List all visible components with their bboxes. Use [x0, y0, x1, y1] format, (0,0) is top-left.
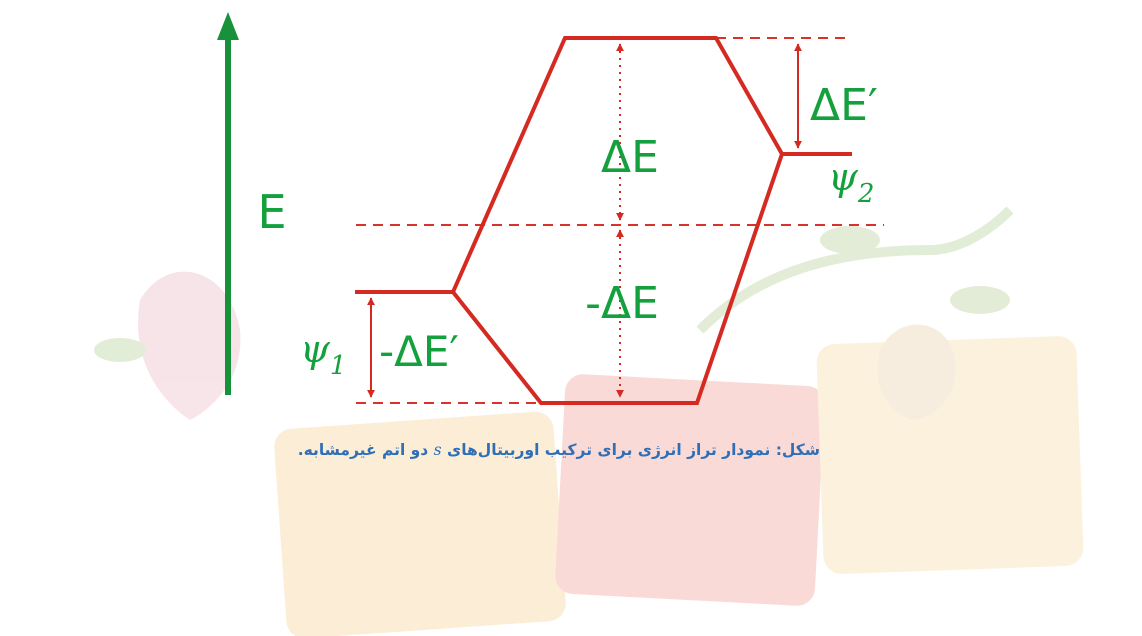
gap-labels: ΔE -ΔE ΔE′ -ΔE′ — [379, 80, 878, 376]
psi2-subscript: 2 — [857, 179, 875, 209]
psi1-label: ψ1 — [300, 327, 346, 381]
psi2-symbol: ψ — [828, 155, 859, 199]
level-lines — [355, 36, 852, 405]
energy-axis-label: E — [257, 185, 286, 239]
psi1-symbol: ψ — [300, 327, 331, 371]
delta-e-upper-label: ΔE — [601, 132, 659, 183]
delta-e-prime-upper-label: ΔE′ — [810, 80, 878, 131]
background-decoration — [94, 206, 1084, 636]
orbital-labels: ψ1 ψ2 — [300, 155, 874, 381]
psi2-label: ψ2 — [828, 155, 874, 209]
energy-axis: E — [217, 12, 287, 395]
gap-arrows — [367, 43, 802, 398]
reference-lines — [356, 37, 884, 404]
antibonding-path — [451, 36, 852, 293]
delta-e-lower-label: -ΔE — [585, 278, 659, 329]
caption-suffix: دو اتم غیرمشابه. — [297, 441, 434, 459]
energy-axis-arrow-icon — [217, 12, 239, 40]
delta-e-prime-lower-label: -ΔE′ — [379, 327, 459, 376]
psi1-subscript: 1 — [330, 351, 347, 381]
bonding-path — [355, 153, 784, 405]
caption-prefix: شکل: نمودار تراز انرژی برای ترکیب اوربیت… — [441, 441, 820, 459]
caption-variable: s — [433, 441, 442, 459]
figure-caption: شکل: نمودار تراز انرژی برای ترکیب اوربیت… — [230, 441, 820, 459]
